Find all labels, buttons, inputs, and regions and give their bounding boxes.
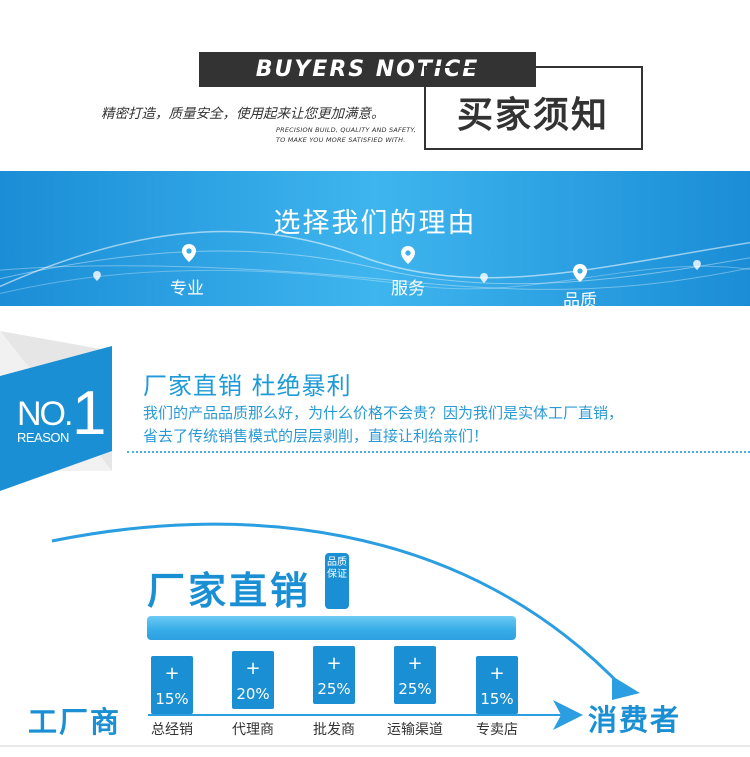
diagram-title: 厂家直销	[147, 569, 312, 613]
plus-icon: +	[245, 658, 261, 679]
stage-percent: 25%	[398, 680, 432, 698]
factory-label: 工厂商	[28, 705, 122, 739]
banner-title: 选择我们的理由	[273, 208, 477, 239]
plus-icon: +	[407, 653, 423, 674]
stage-markup-2: + 20%	[232, 651, 274, 709]
location-pin-icon	[182, 244, 196, 262]
location-pin-icon	[573, 264, 587, 282]
stage-percent: 15%	[155, 690, 189, 708]
plus-icon: +	[164, 663, 180, 684]
stage-markup-1: + 15%	[151, 656, 193, 714]
plus-icon: +	[326, 653, 342, 674]
arrow-right-icon	[553, 700, 583, 730]
notice-frame	[424, 66, 643, 150]
reason-text-line-2: 省去了传统销售模式的层层剥削，直接让利给亲们！	[143, 427, 489, 445]
dotted-divider	[127, 451, 750, 453]
direct-sale-bar	[147, 616, 516, 640]
small-pin-icon	[693, 260, 701, 270]
wave-lines-decoration	[0, 230, 750, 295]
reason-text-line-1: 我们的产品品质那么好，为什么价格不会贵？因为我们是实体工厂直销，	[143, 404, 624, 422]
bottom-divider	[0, 745, 750, 747]
slogan-english-line-2: TO MAKE YOU MORE SATISFIED WITH.	[276, 136, 406, 144]
reason-number-badge	[0, 346, 112, 491]
banner-point-service: 服务	[391, 279, 425, 299]
stage-markup-3: + 25%	[313, 646, 355, 704]
stage-markup-5: + 15%	[476, 656, 518, 714]
banner-point-quality: 品质	[563, 291, 597, 306]
stage-label-1: 总经销	[151, 722, 193, 738]
reason-label: REASON	[17, 430, 69, 445]
buyers-notice-title: 买家须知	[429, 87, 637, 145]
stage-percent: 20%	[236, 685, 270, 703]
stage-label-3: 批发商	[313, 722, 355, 738]
slogan-chinese: 精密打造，质量安全，使用起来让您更加满意。	[101, 106, 385, 122]
stage-percent: 25%	[317, 680, 351, 698]
reason-no-label: NO.	[17, 395, 73, 433]
buyers-notice-banner: BUYERS NOTICE	[199, 52, 536, 87]
quality-badge: 品质保证	[325, 553, 349, 609]
consumer-label: 消费者	[588, 703, 682, 737]
slogan-english-line-1: PRECISION BUILD, QUALITY AND SAFETY,	[276, 126, 417, 134]
reason-number: 1	[72, 379, 107, 448]
small-pin-icon	[480, 273, 488, 283]
small-pin-icon	[93, 271, 101, 281]
stage-label-2: 代理商	[232, 722, 274, 738]
channel-arrow-line	[148, 714, 578, 716]
stage-percent: 15%	[480, 690, 514, 708]
banner-point-professional: 专业	[170, 279, 204, 299]
location-pin-icon	[401, 246, 415, 264]
stage-label-4: 运输渠道	[387, 722, 443, 738]
reasons-banner: 选择我们的理由 专业 服务 品质	[0, 171, 750, 306]
plus-icon: +	[489, 663, 505, 684]
stage-label-5: 专卖店	[476, 722, 518, 738]
stage-markup-4: + 25%	[394, 646, 436, 704]
reason-title: 厂家直销 杜绝暴利	[143, 372, 352, 400]
